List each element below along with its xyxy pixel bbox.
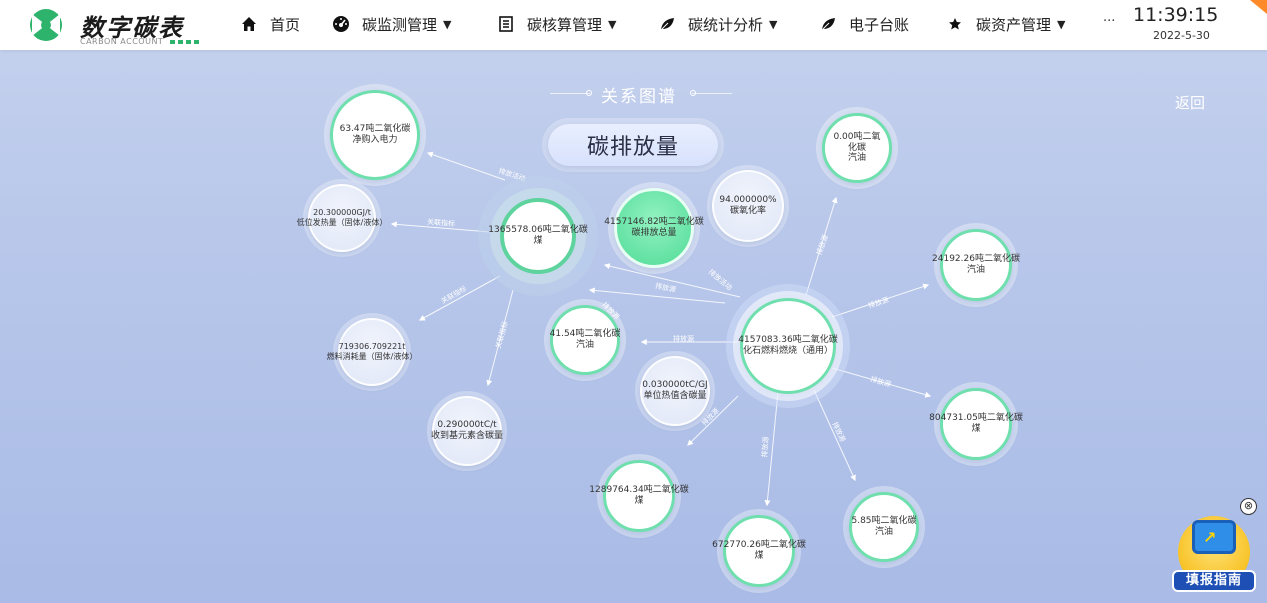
- nav-label: 电子台账: [849, 15, 910, 34]
- nav-label: 碳统计分析: [688, 15, 764, 34]
- caret-down-icon: ▼: [1057, 17, 1066, 31]
- back-button[interactable]: 返回: [1175, 94, 1206, 112]
- graph-node[interactable]: 41.54吨二氧化碳 汽油: [550, 305, 620, 375]
- nav-label: 碳核算管理: [527, 15, 603, 34]
- more-menu-button[interactable]: ···: [1103, 14, 1116, 29]
- graph-node[interactable]: 94.000000% 碳氧化率: [712, 170, 784, 242]
- logo-dots: [170, 37, 202, 46]
- graph-node[interactable]: 63.47吨二氧化碳 净购入电力: [330, 90, 420, 180]
- caret-down-icon: ▼: [608, 17, 617, 31]
- nav-label: 碳资产管理: [976, 15, 1052, 34]
- graph-node[interactable]: 672770.26吨二氧化碳 煤: [712, 515, 806, 587]
- graph-title-banner: 关系图谱: [520, 80, 740, 108]
- arrow-icon: ↗: [1203, 528, 1217, 547]
- logo-title: 数字碳表: [80, 14, 184, 42]
- nav-label: 首页: [270, 15, 301, 34]
- edge-label: 关联指标: [426, 218, 456, 228]
- edge-label: 排放源: [673, 335, 694, 343]
- nav-electronic-ledger[interactable]: 电子台账: [819, 12, 909, 36]
- dashboard-icon: [332, 15, 350, 33]
- fill-guide-widget[interactable]: ↗ 填报指南: [1170, 516, 1258, 594]
- graph-node[interactable]: 0.00吨二氧化碳 汽油: [822, 113, 892, 183]
- nav-carbon-monitoring[interactable]: 碳监测管理 ▼: [332, 12, 451, 36]
- edge: [418, 275, 501, 321]
- star-icon: [946, 15, 964, 33]
- graph-node[interactable]: 20.300000GJ/t 低位发热量（固体/液体）: [297, 184, 387, 252]
- caret-down-icon: ▼: [443, 17, 452, 31]
- guide-label: 填报指南: [1172, 570, 1256, 592]
- edge: [588, 287, 726, 304]
- center-label-pill: 碳排放量: [548, 124, 718, 166]
- graph-node[interactable]: 719306.709221t 燃料消耗量（固体/液体）: [327, 318, 417, 386]
- edge: [486, 289, 514, 387]
- caret-down-icon: ▼: [769, 17, 778, 31]
- edge-label: 排放源: [760, 436, 771, 458]
- logo-mark-icon: [30, 9, 62, 41]
- edge: [813, 389, 856, 482]
- leaf-icon: [819, 15, 837, 33]
- graph-hub-node[interactable]: 4157083.36吨二氧化碳 化石燃料燃烧（通用）: [738, 298, 838, 394]
- leaf-icon: [658, 15, 676, 33]
- nav-label: 碳监测管理: [362, 15, 438, 34]
- top-nav-bar: 数字碳表 CARBON ACCOUNT 首页 碳监测管理 ▼ 碳核算管理 ▼ 碳…: [0, 0, 1267, 50]
- edge: [603, 263, 741, 298]
- edge: [426, 151, 506, 181]
- graph-node[interactable]: 804731.05吨二氧化碳 煤: [929, 388, 1023, 460]
- nav-home[interactable]: 首页: [240, 12, 300, 36]
- edge: [764, 391, 779, 507]
- edge: [687, 395, 739, 446]
- clock-date: 2022-5-30: [1153, 29, 1210, 42]
- graph-hub-node[interactable]: 1365578.06吨二氧化碳 煤: [488, 198, 588, 274]
- graph-node-total[interactable]: 4157146.82吨二氧化碳 碳排放总量: [604, 188, 704, 268]
- logo-subtitle: CARBON ACCOUNT: [80, 37, 202, 46]
- app-logo[interactable]: 数字碳表 CARBON ACCOUNT: [24, 8, 214, 46]
- edge: [831, 283, 930, 318]
- document-icon: [497, 15, 515, 33]
- corner-badge-icon[interactable]: [1250, 0, 1267, 14]
- nav-carbon-accounting[interactable]: 碳核算管理 ▼: [497, 12, 616, 36]
- monitor-icon: [1192, 520, 1236, 554]
- graph-node[interactable]: 24192.26吨二氧化碳 汽油: [932, 229, 1020, 301]
- nav-carbon-assets[interactable]: 碳资产管理 ▼: [946, 12, 1065, 36]
- edge: [831, 367, 932, 398]
- close-guide-button[interactable]: ⊗: [1240, 498, 1257, 515]
- edge: [805, 196, 838, 296]
- graph-title: 关系图谱: [601, 87, 677, 107]
- graph-node[interactable]: 0.290000tC/t 收到基元素含碳量: [431, 396, 503, 466]
- edge: [390, 221, 491, 233]
- clock-time: 11:39:15: [1133, 4, 1219, 26]
- graph-node[interactable]: 5.85吨二氧化碳 汽油: [849, 492, 919, 562]
- graph-node[interactable]: 0.030000tC/GJ 单位热值含碳量: [640, 356, 710, 426]
- nav-carbon-statistics[interactable]: 碳统计分析 ▼: [658, 12, 777, 36]
- graph-node[interactable]: 1289764.34吨二氧化碳 煤: [589, 460, 689, 532]
- relation-graph-edges: [390, 151, 932, 507]
- home-icon: [240, 15, 258, 33]
